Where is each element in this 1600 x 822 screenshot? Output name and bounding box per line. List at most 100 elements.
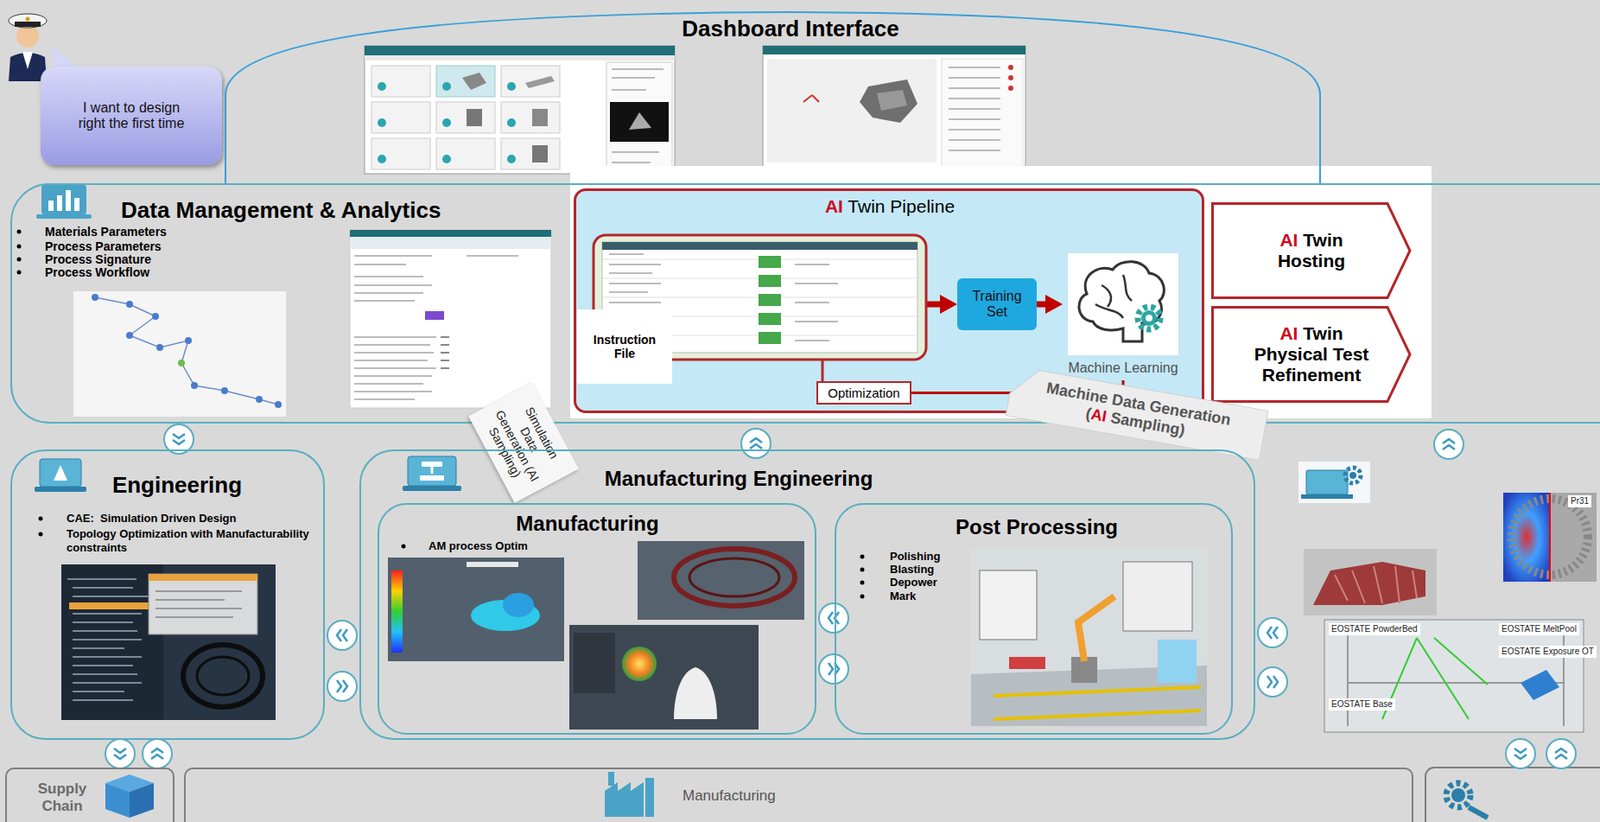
text-slot: Manufacturing Engineering [570, 466, 908, 491]
box-label: AI Twin Physical Test Refinement [1250, 323, 1373, 386]
optimization-box: Optimization [816, 380, 912, 405]
post-processing-cell-image [971, 547, 1207, 726]
text-slot: Depower [889, 575, 968, 590]
box-label: Instruction File [584, 332, 666, 361]
highlight-word: AI [1279, 323, 1298, 343]
pentagon-outline [1212, 203, 1411, 299]
icon-caption: Machine Learning [1062, 359, 1184, 377]
captain-avatar [8, 13, 47, 82]
text-slot: I want to design right the first time [40, 66, 223, 166]
text-slot: Process Signature [44, 252, 235, 267]
text-slot: Simulation Data Generation (AI Sampling) [468, 381, 579, 503]
bullet-text: Depower [889, 575, 968, 590]
am-optim-image [569, 624, 759, 730]
bullet-text: Topology Optimization with Manufacturabi… [66, 526, 319, 555]
text-slot: Post Processing [915, 514, 1158, 540]
text-slot: Engineering [82, 471, 273, 498]
bullet-text: Process Parameters [44, 239, 235, 254]
pentagon-box: AI Twin Hosting [1211, 202, 1412, 299]
text-slot: Mark [889, 589, 968, 604]
manufacturing-panel: ManufacturingAM process Optim [377, 502, 817, 735]
text-slot: AI Twin Hosting [1211, 202, 1412, 299]
workflow-graph [73, 291, 286, 417]
dashboard-screenshot [364, 45, 675, 174]
image-label: EOSTATE Exposure OT [1498, 645, 1597, 658]
tools-box [1425, 767, 1600, 822]
text-slot: CAE: Simulation Driven Design [66, 511, 319, 526]
ml-node: Machine Learning [1062, 250, 1184, 381]
bullet-text: Mark [889, 589, 968, 604]
engineering-icon [34, 458, 87, 492]
bullet-text: Materials Parameters [44, 224, 235, 239]
banner-text: Machine Data Generation (AI Sampling) [1031, 377, 1243, 449]
slide-background [570, 165, 1432, 419]
connector-arrow [1036, 301, 1048, 308]
panel-title: Data Management & Analytics [120, 196, 502, 223]
tag-outline [1005, 366, 1269, 461]
label-slot: EOSTATE PowderBed [1328, 622, 1421, 635]
bullet-text: Polishing [889, 549, 968, 564]
am-simulation-image [387, 557, 565, 661]
melt-pool-heatmap [1503, 492, 1597, 582]
label-slot: EOSTATE MeltPool [1498, 622, 1580, 635]
label-slot: EOSTATE Base [1328, 698, 1396, 711]
label-slot: Pr31 [1568, 495, 1592, 508]
supply-box-icon [105, 774, 154, 818]
text-slot: AI Twin Pipeline [725, 195, 1054, 218]
image-label: EOSTATE MeltPool [1498, 622, 1580, 635]
tilted-banner: Simulation Data Generation (AI Sampling) [468, 381, 579, 503]
text-slot: Instruction File [577, 309, 673, 384]
eostate-image [1324, 619, 1584, 732]
form-screenshot [349, 229, 552, 408]
highlight-word: AI [1089, 405, 1108, 426]
analytics-icon [36, 184, 92, 219]
lattice-part-image [1303, 548, 1437, 616]
text-slot: Process Parameters [44, 239, 235, 254]
chevron-buttons [105, 424, 1576, 769]
text-slot: Manufacturing [682, 787, 839, 805]
text-slot: Training Set [957, 278, 1037, 331]
post-processing-panel: Post ProcessingPolishingBlastingDepowerM… [834, 502, 1233, 735]
process-box: Training Set [957, 278, 1037, 331]
box-title: AI Twin Pipeline [725, 195, 1054, 218]
text-slot: Machine Learning [1062, 359, 1184, 377]
connector-arrow [672, 304, 942, 347]
pentagon-outline [1212, 307, 1411, 402]
highlight-word: AI [1279, 229, 1298, 250]
bullet-text: Process Workflow [44, 265, 235, 280]
dashboard-region: Dashboard Interface [224, 8, 1322, 184]
bullet-text: CAE: Simulation Driven Design [66, 511, 319, 526]
text-slot: Data Management & Analytics [120, 196, 502, 223]
chevron-marks [114, 433, 1568, 759]
arc-line [225, 12, 1321, 184]
label-slot: EOSTATE Exposure OT [1498, 645, 1597, 658]
banner-text: Simulation Data Generation (AI Sampling) [480, 393, 568, 491]
pentagon-box: AI Twin Physical Test Refinement [1211, 305, 1412, 403]
speech-text: I want to design right the first time [50, 100, 212, 133]
text-slot: Materials Parameters [44, 224, 235, 239]
box-label: AI Twin Hosting [1250, 229, 1373, 272]
text-slot: Optimization [818, 382, 910, 403]
data-panel: Data Management & AnalyticsMaterials Par… [10, 183, 1600, 424]
text-slot: Polishing [889, 549, 968, 564]
text-slot: Process Workflow [44, 265, 235, 280]
panel-title: Engineering [82, 471, 273, 498]
manufacturing-engineering-panel: Manufacturing EngineeringManufacturingAM… [359, 449, 1256, 740]
bullet-text: Process Signature [44, 252, 235, 267]
file-box: Instruction File [577, 309, 673, 384]
text-slot: Blasting [889, 562, 968, 577]
speech-bubble: I want to design right the first time [40, 66, 223, 166]
image-label: EOSTATE PowderBed [1328, 622, 1421, 635]
cae-screenshot [61, 564, 276, 720]
settings-laptop-icon [1298, 461, 1371, 503]
supply-chain-box: Supply Chain [5, 767, 175, 822]
text-slot: Topology Optimization with Manufacturabi… [66, 526, 319, 555]
box-label: Optimization [827, 385, 900, 400]
text-slot: AI Twin Physical Test Refinement [1211, 305, 1412, 403]
box-label: Supply Chain [20, 780, 104, 815]
box-label: Training Set [962, 288, 1032, 321]
panel-title: Post Processing [915, 514, 1158, 540]
region-title: Dashboard Interface [596, 15, 985, 42]
am-part-image [637, 540, 805, 620]
